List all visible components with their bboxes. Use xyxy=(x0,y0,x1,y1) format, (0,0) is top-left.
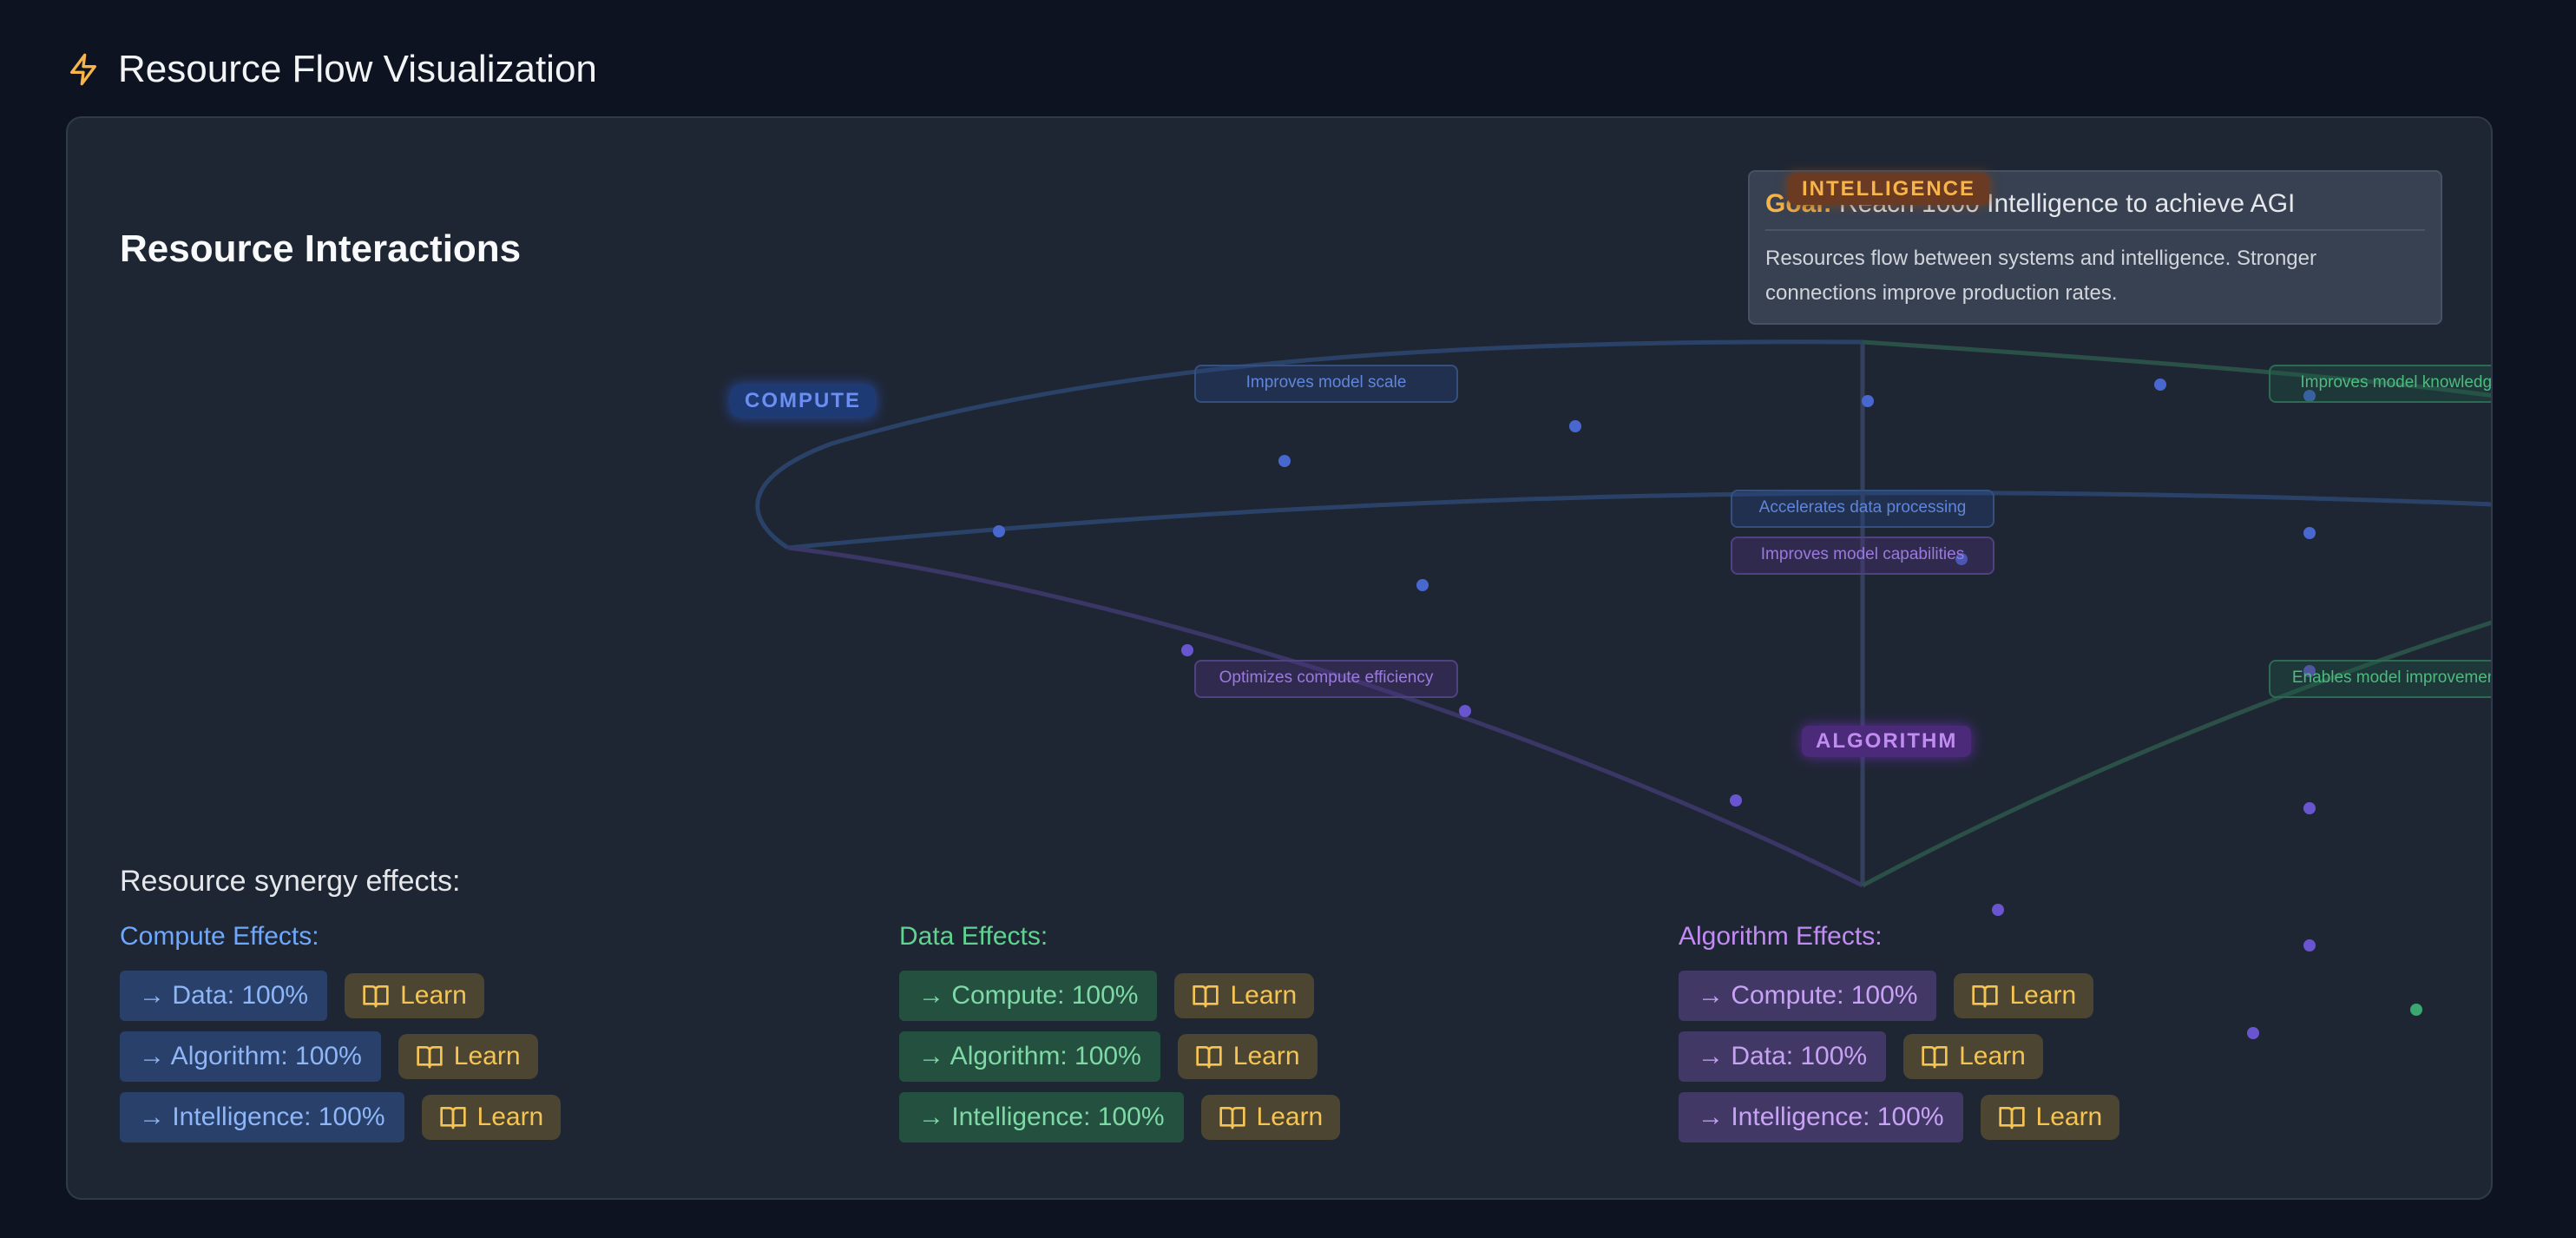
edge-label-compute-data: Accelerates data processing xyxy=(1731,490,1994,528)
learn-button[interactable]: Learn xyxy=(421,1095,562,1140)
learn-button[interactable]: Learn xyxy=(1903,1034,2043,1079)
learn-label: Learn xyxy=(1230,981,1298,1010)
effect-chip: → Data: 100% xyxy=(1679,1031,1887,1082)
edge-compute-intelligence xyxy=(755,339,1863,550)
book-open-icon xyxy=(417,1046,443,1069)
edge-label-compute-intelligence: Improves model scale xyxy=(1194,365,1458,403)
flow-particle xyxy=(2303,939,2316,952)
effect-chip: → Intelligence: 100% xyxy=(120,1092,404,1143)
edge-compute-algorithm xyxy=(787,545,1864,888)
edge-label-algorithm-compute: Optimizes compute efficiency xyxy=(1194,660,1458,698)
book-open-icon xyxy=(363,985,389,1008)
flow-particle xyxy=(993,525,1005,537)
effect-row: → Algorithm: 100% Learn xyxy=(899,1031,1340,1082)
flow-diagram xyxy=(755,339,2491,1039)
edge-compute-data xyxy=(787,491,2491,550)
effect-chip: → Algorithm: 100% xyxy=(899,1031,1160,1082)
flow-particle xyxy=(2303,527,2316,539)
edge-label-data-intelligence: Improves model knowledge xyxy=(2269,365,2491,403)
effect-row: → Compute: 100% Learn xyxy=(1679,971,2119,1021)
goal-description: Resources flow between systems and intel… xyxy=(1765,247,2316,305)
book-open-icon xyxy=(1998,1107,2025,1129)
node-compute[interactable]: COMPUTE xyxy=(731,385,875,417)
effect-row: → Data: 100% Learn xyxy=(1679,1031,2119,1082)
card-title: Resource Interactions xyxy=(120,227,522,270)
flow-particle xyxy=(1862,395,1874,407)
effect-row: → Compute: 100% Learn xyxy=(899,971,1340,1021)
learn-label: Learn xyxy=(400,981,467,1010)
learn-button[interactable]: Learn xyxy=(1177,1034,1318,1079)
effect-row: → Intelligence: 100% Learn xyxy=(899,1092,1341,1143)
effect-chip: → Compute: 100% xyxy=(1679,971,1937,1021)
book-open-icon xyxy=(1219,1107,1245,1129)
edge-label-algorithm-intelligence: Improves model capabilities xyxy=(1731,537,1994,575)
learn-label: Learn xyxy=(2035,1103,2103,1131)
flow-particle xyxy=(2303,802,2316,814)
flow-particle xyxy=(1955,553,1968,565)
node-intelligence[interactable]: INTELLIGENCE xyxy=(1788,174,1990,205)
page-header: Resource Flow Visualization xyxy=(66,45,597,94)
learn-label: Learn xyxy=(1232,1042,1300,1070)
learn-button[interactable]: Learn xyxy=(398,1034,538,1079)
learn-label: Learn xyxy=(476,1103,544,1131)
node-algorithm[interactable]: ALGORITHM xyxy=(1802,726,1972,757)
effect-row: → Algorithm: 100% Learn xyxy=(120,1031,561,1082)
algorithm-effects-title: Algorithm Effects: xyxy=(1679,922,1883,951)
flow-particle xyxy=(1278,455,1291,467)
flow-particle xyxy=(2247,1027,2259,1039)
effect-chip: → Data: 100% xyxy=(120,971,328,1021)
learn-label: Learn xyxy=(2009,981,2077,1010)
data-effects-column: Data Effects: → Compute: 100% Learn → Al… xyxy=(899,922,1341,1153)
flow-particle xyxy=(2303,665,2316,677)
effect-row: → Intelligence: 100% Learn xyxy=(1679,1092,2120,1143)
effect-chip: → Compute: 100% xyxy=(899,971,1158,1021)
edge-label-data-algorithm: Enables model improvements xyxy=(2269,660,2491,698)
data-effects-title: Data Effects: xyxy=(899,922,1048,951)
effect-chip: → Intelligence: 100% xyxy=(1679,1092,1963,1143)
learn-button[interactable]: Learn xyxy=(1980,1095,2120,1140)
compute-effects-title: Compute Effects: xyxy=(120,922,319,951)
flow-particle xyxy=(2410,1004,2422,1016)
effect-row: → Intelligence: 100% Learn xyxy=(120,1092,562,1143)
book-open-icon xyxy=(1972,985,1999,1008)
flow-particle xyxy=(1569,420,1581,432)
effect-row: → Data: 100% Learn xyxy=(120,971,561,1021)
page-title: Resource Flow Visualization xyxy=(118,48,597,90)
flow-particle xyxy=(2154,379,2166,391)
flow-particle xyxy=(1416,579,1429,591)
edge-intelligence-data xyxy=(1862,339,2491,398)
compute-effects-column: Compute Effects: → Data: 100% Learn → Al… xyxy=(120,922,562,1153)
book-open-icon xyxy=(1193,985,1219,1008)
resource-interactions-card: Resource Interactions COMPUTE INTELLIGEN… xyxy=(66,116,2493,1200)
book-open-icon xyxy=(1922,1046,1948,1069)
effect-chip: → Algorithm: 100% xyxy=(120,1031,381,1082)
lightning-bolt-icon xyxy=(70,53,97,86)
book-open-icon xyxy=(1196,1046,1222,1069)
flow-particle xyxy=(1181,644,1193,656)
learn-button[interactable]: Learn xyxy=(1174,973,1315,1018)
flow-particle xyxy=(1992,904,2004,916)
learn-label: Learn xyxy=(453,1042,521,1070)
algorithm-effects-column: Algorithm Effects: → Compute: 100% Learn… xyxy=(1679,922,2120,1153)
learn-button[interactable]: Learn xyxy=(1954,973,2094,1018)
edge-algorithm-data xyxy=(1861,620,2491,888)
learn-label: Learn xyxy=(1959,1042,2026,1070)
effect-chip: → Intelligence: 100% xyxy=(899,1092,1184,1143)
flow-particle xyxy=(2303,390,2316,402)
flow-particle xyxy=(1730,794,1742,807)
book-open-icon xyxy=(439,1107,466,1129)
learn-button[interactable]: Learn xyxy=(1200,1095,1341,1140)
learn-button[interactable]: Learn xyxy=(345,973,484,1018)
learn-label: Learn xyxy=(1256,1103,1324,1131)
synergy-title: Resource synergy effects: xyxy=(120,865,461,898)
flow-particle xyxy=(1459,705,1471,717)
